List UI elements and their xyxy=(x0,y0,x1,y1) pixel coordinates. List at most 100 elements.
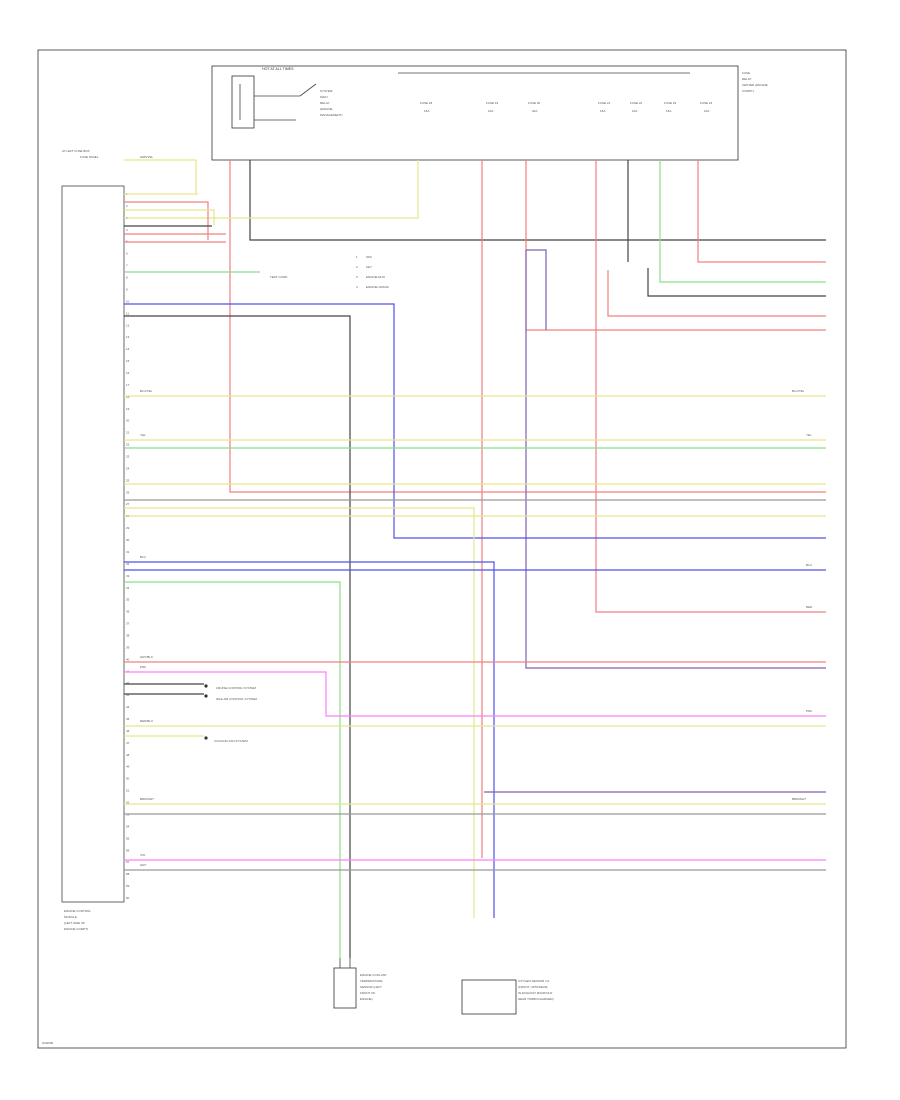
fuse-21-amps: 15A xyxy=(600,109,605,113)
fuse-21-name: FUSE 21 xyxy=(598,101,611,105)
fuse-box-side-2: CENTER (ENGINE xyxy=(742,83,768,87)
ecm-label-3: ENGINE COMPT) xyxy=(64,927,88,931)
ecm-pin-47: 47 xyxy=(126,741,130,745)
fuse-22-amps: 10A xyxy=(632,109,637,113)
fuse-18: FUSE 18 15A xyxy=(420,101,433,113)
fuse-23-name: FUSE 23 xyxy=(664,101,677,105)
legend-text-0: OFF xyxy=(366,255,372,259)
wire-label-pnk: PNK xyxy=(140,665,146,669)
cooling-ref-label: COOLING FAN SYSTEM xyxy=(214,739,248,743)
relay-label-1: MAIN xyxy=(320,95,328,99)
ecm-pin-8: 8 xyxy=(126,276,128,280)
wire-label-gry: GRY xyxy=(140,863,146,867)
sensor-label-1: TEMPERATURE xyxy=(360,979,382,983)
ecm-pin-15: 15 xyxy=(126,359,130,363)
o2-label-3: NEAR TURBOCHARGER) xyxy=(518,997,554,1001)
ecm-pin-7: 7 xyxy=(126,264,128,268)
wire-harness xyxy=(124,159,826,958)
ecm-pin-50: 50 xyxy=(126,777,130,781)
ecm-pin-12: 12 xyxy=(126,323,130,327)
fuse-23: FUSE 23 15A xyxy=(664,101,677,113)
wire-yellow xyxy=(124,209,215,226)
fuse-24-amps: 10A xyxy=(704,109,709,113)
fuse-20-name: FUSE 20 xyxy=(528,101,541,105)
test-conn-label: TEST CONN xyxy=(270,275,287,279)
fuse-23-amps: 15A xyxy=(666,109,671,113)
ecm-pin-29: 29 xyxy=(126,526,130,530)
wire-label-red-right: RED xyxy=(806,605,813,609)
idle-ref-label: IDLE AIR CONTROL SYSTEM xyxy=(216,697,257,701)
fuse-19-amps: 10A xyxy=(488,109,493,113)
wire-label-gryblk: GRY/BLK xyxy=(140,655,153,659)
ecm-pin-38: 38 xyxy=(126,633,130,637)
ecm-pin-40: 40 xyxy=(126,657,130,661)
ecm-pin-45: 45 xyxy=(126,717,130,721)
wire-blue xyxy=(124,561,495,918)
wire-black xyxy=(647,268,826,297)
cruise-ref-label: CRUISE CONTROL SYSTEM xyxy=(216,686,256,690)
legend-sym-3: 4 xyxy=(356,285,358,289)
wire-label-bluyel-right: BLU/YEL xyxy=(792,389,805,393)
wire-label-bluyel: BLU/YEL xyxy=(140,389,153,393)
ecm-pin-31: 31 xyxy=(126,550,130,554)
o2-label-2: IN EXHAUST MANIFOLD xyxy=(518,991,553,995)
legend-text-3: ENGINE CRANK xyxy=(366,285,389,289)
legend-text-1: KEY xyxy=(366,265,372,269)
ecm-pin-9: 9 xyxy=(126,287,128,291)
wire-label-brnwht-right: BRN/WHT xyxy=(792,797,806,801)
wire-red xyxy=(607,270,826,317)
ecm-pin-13: 13 xyxy=(126,335,130,339)
wire-green xyxy=(659,160,826,283)
fuse-box-title: HOT AT ALL TIMES xyxy=(262,67,294,71)
wire-black xyxy=(124,315,351,958)
fuse-box-side-3: COMPT) xyxy=(742,89,754,93)
ecm-label-1: MODULE xyxy=(64,915,77,919)
wire-red xyxy=(229,160,826,493)
switch-legend: 1 OFF 2 KEY 3 ENGINE RUN 4 ENGINE CRANK xyxy=(356,255,389,289)
ecm-pin-24: 24 xyxy=(126,466,130,470)
fuse-box-side-0: FUSE xyxy=(742,71,750,75)
oxygen-sensor: OXYGEN SENSOR 1/1 (FRONT, UPSTREAM, IN E… xyxy=(461,979,554,1015)
wire-pink xyxy=(124,671,826,717)
relay-label-4: MANAGEMENT) xyxy=(320,113,343,117)
wire-yellow xyxy=(124,159,197,194)
fuse-22: FUSE 22 10A xyxy=(630,101,643,113)
ecm-pin-numbers: 1234567891011121314151617181920212223242… xyxy=(126,192,130,900)
wire-red xyxy=(525,160,826,331)
ecm-pin-16: 16 xyxy=(126,371,130,375)
o2-label-0: OXYGEN SENSOR 1/1 xyxy=(518,979,550,983)
wire-red xyxy=(595,160,826,613)
ecm-pin-34: 34 xyxy=(126,586,130,590)
wire-label-blu-right: BLU xyxy=(806,563,812,567)
ecm-label-2: (LEFT SIDE OF xyxy=(64,921,85,925)
fuse-20-amps: 20A xyxy=(532,109,537,113)
sensor-label-4: ENGINE) xyxy=(360,997,373,1001)
fuse-box-side-1: RELAY xyxy=(742,77,752,81)
ecm-pin-55: 55 xyxy=(126,836,130,840)
ecm-pin-25: 25 xyxy=(126,478,130,482)
ecm-pin-20: 20 xyxy=(126,419,130,423)
ecm-pin-51: 51 xyxy=(126,789,130,793)
engine-coolant-temp-sensor: ENGINE COOLANT TEMPERATURE SENSOR (LEFT … xyxy=(333,958,387,1009)
ecm-pin-41: 41 xyxy=(126,669,130,673)
ecm-pin-17: 17 xyxy=(126,383,130,387)
ecm-pin-58: 58 xyxy=(126,872,130,876)
ecm-pin-21: 21 xyxy=(126,431,130,435)
ecm-pin-23: 23 xyxy=(126,455,130,459)
sensor-label-0: ENGINE COOLANT xyxy=(360,973,387,977)
relay-label-0: SYSTEM xyxy=(320,89,333,93)
ecm-pin-2: 2 xyxy=(126,204,128,208)
legend-sym-0: 1 xyxy=(356,255,358,259)
ecm-pin-14: 14 xyxy=(126,347,130,351)
wire-black xyxy=(249,160,826,241)
wire-blue xyxy=(124,303,826,539)
ecm-pin-52: 52 xyxy=(126,801,130,805)
ecm-pin-43: 43 xyxy=(126,693,130,697)
fuse-18-name: FUSE 18 xyxy=(420,101,433,105)
wire-green xyxy=(124,581,341,958)
ecm-pin-11: 11 xyxy=(126,311,129,315)
wire-label-grnyel: GRN/YEL xyxy=(140,155,154,159)
wire-yellow xyxy=(124,507,475,918)
wire-label-pnk-right: PNK xyxy=(806,709,812,713)
ecm-pin-6: 6 xyxy=(126,252,128,256)
